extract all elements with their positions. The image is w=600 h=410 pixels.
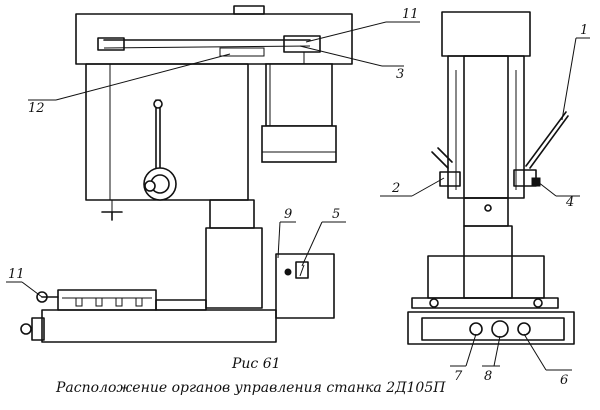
- belt-housing: [75, 13, 353, 65]
- button-7: [469, 322, 483, 336]
- side-table: [411, 297, 559, 309]
- feed-hub: [143, 167, 177, 201]
- side-view: [407, 11, 575, 345]
- figure-number: Рис 61: [231, 356, 281, 372]
- side-knob: [531, 177, 541, 187]
- side-column: [463, 197, 509, 227]
- indicator-lamp: [284, 268, 292, 276]
- table-handwheel: [20, 323, 32, 335]
- callout-4: 4: [565, 195, 574, 210]
- pulley-right: [283, 35, 321, 53]
- column: [209, 199, 255, 229]
- side-base: [407, 311, 575, 345]
- front-view: [20, 5, 353, 343]
- callout-7: 7: [454, 369, 463, 384]
- callout-1: 1: [580, 23, 588, 38]
- base: [41, 309, 277, 343]
- callout-11: 11: [8, 267, 25, 282]
- callout-3: 3: [396, 67, 404, 82]
- callout-labels: 11 3 12 9 5 11 1 2 4 7 8 6: [8, 7, 588, 388]
- spindle-head: [85, 63, 249, 201]
- main-switch: [295, 261, 309, 279]
- side-housing-top: [441, 11, 531, 57]
- callout-8: 8: [484, 369, 492, 384]
- callout-9: 9: [284, 207, 292, 222]
- callout-12: 12: [28, 101, 45, 116]
- callout-5: 5: [332, 207, 340, 222]
- electrical-cabinet: [275, 253, 335, 319]
- button-8: [491, 320, 509, 338]
- callout-10: 11: [402, 7, 419, 22]
- figure-caption: Расположение органов управления станка 2…: [55, 380, 446, 396]
- callout-2: 2: [391, 181, 400, 196]
- button-6: [517, 322, 531, 336]
- callout-6: 6: [560, 373, 568, 388]
- motor: [265, 63, 333, 127]
- lever-1: [525, 111, 567, 167]
- work-table: [57, 289, 157, 311]
- pulley-left: [97, 37, 125, 51]
- leader-lines: [6, 21, 590, 371]
- housing-top-cap: [233, 5, 265, 15]
